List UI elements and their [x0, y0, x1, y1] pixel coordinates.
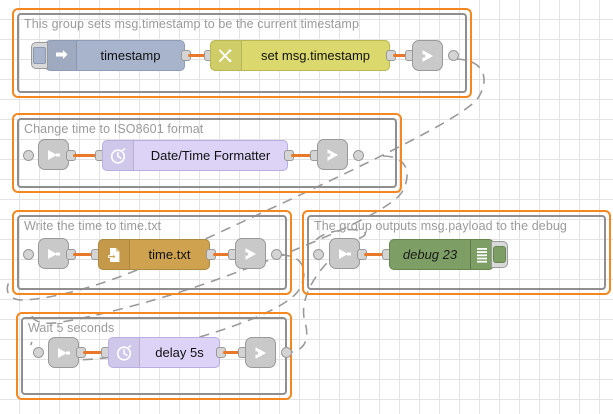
clock-icon — [109, 338, 140, 367]
node-inject-timestamp[interactable]: timestamp — [31, 40, 185, 71]
linkin4-virtual-port[interactable] — [33, 347, 44, 358]
link-in-icon — [47, 149, 60, 160]
node-link-in-3[interactable] — [329, 238, 360, 269]
linkout2-virtual-port[interactable] — [353, 150, 364, 161]
group-write-file[interactable]: Write the time to time.txt — [12, 210, 292, 295]
group-inner-border — [17, 13, 467, 93]
datetime-node-label: Date/Time Formatter — [150, 148, 271, 163]
group-label-timestamp: This group sets msg.timestamp to be the … — [24, 17, 359, 31]
wire-change-to-linkout1 — [393, 54, 410, 57]
link-in-icon — [338, 248, 351, 259]
wire-linkin4-to-delay — [83, 351, 105, 354]
inject-trigger-button[interactable] — [31, 42, 48, 69]
debug-toggle-button[interactable] — [491, 241, 508, 268]
link-out-icon — [421, 49, 433, 62]
group-timestamp[interactable]: This group sets msg.timestamp to be the … — [12, 8, 472, 98]
group-inner-border — [17, 215, 287, 290]
clock-icon — [103, 141, 134, 170]
linkin1-virtual-port[interactable] — [23, 150, 34, 161]
wire-linkin3-to-debug — [364, 253, 386, 256]
link-in-icon — [47, 248, 60, 259]
group-label-write-file: Write the time to time.txt — [24, 219, 162, 233]
linkout1-virtual-port[interactable] — [448, 50, 459, 61]
debug-button-square-icon — [493, 246, 506, 263]
file-write-icon — [99, 240, 130, 269]
node-link-out-2[interactable] — [317, 139, 348, 170]
wire-datetime-to-linkout2 — [291, 154, 315, 157]
group-inner-border — [307, 215, 606, 290]
node-link-out-3[interactable] — [235, 238, 266, 269]
link-out-icon — [254, 346, 266, 359]
debug-lines-icon — [470, 240, 493, 269]
linkout3-virtual-port[interactable] — [271, 249, 282, 260]
group-label-wait: Wait 5 seconds — [28, 321, 115, 335]
node-debug-23[interactable]: debug 23 — [389, 239, 508, 270]
wire-linkin2-to-file — [73, 253, 95, 256]
wire-linkin1-to-datetime — [73, 154, 99, 157]
wire-inject-to-change — [188, 54, 210, 57]
node-file-time-txt[interactable]: time.txt — [98, 239, 210, 270]
group-iso8601[interactable]: Change time to ISO8601 format — [12, 113, 402, 193]
linkout4-virtual-port[interactable] — [281, 347, 292, 358]
node-link-in-1[interactable] — [38, 139, 69, 170]
change-node-label: set msg.timestamp — [260, 48, 371, 63]
wire-file-to-linkout3 — [213, 253, 232, 256]
node-datetime-formatter[interactable]: Date/Time Formatter — [102, 140, 288, 171]
link-out-icon — [244, 247, 256, 260]
node-change-set-timestamp[interactable]: set msg.timestamp — [210, 40, 390, 71]
inject-node-label: timestamp — [100, 48, 161, 63]
link-in-icon — [57, 347, 70, 358]
file-node-label: time.txt — [148, 247, 191, 262]
node-link-in-2[interactable] — [38, 238, 69, 269]
change-shuffle-icon — [211, 41, 242, 70]
node-link-in-4[interactable] — [48, 337, 79, 368]
linkin2-virtual-port[interactable] — [23, 249, 34, 260]
node-delay-5s[interactable]: delay 5s — [108, 337, 220, 368]
debug-node-label: debug 23 — [402, 247, 458, 262]
node-link-out-1[interactable] — [412, 40, 443, 71]
inject-button-square-icon — [33, 47, 46, 64]
group-debug[interactable]: The group outputs msg.payload to the deb… — [302, 210, 611, 295]
wire-delay-to-linkout4 — [223, 351, 242, 354]
group-inner-border — [17, 118, 397, 188]
linkin3-virtual-port[interactable] — [313, 249, 324, 260]
node-link-out-4[interactable] — [245, 337, 276, 368]
inject-arrow-icon — [46, 41, 77, 70]
group-label-debug: The group outputs msg.payload to the deb… — [314, 219, 567, 233]
link-out-icon — [326, 148, 338, 161]
group-label-iso8601: Change time to ISO8601 format — [24, 122, 204, 136]
delay-node-label: delay 5s — [155, 345, 204, 360]
